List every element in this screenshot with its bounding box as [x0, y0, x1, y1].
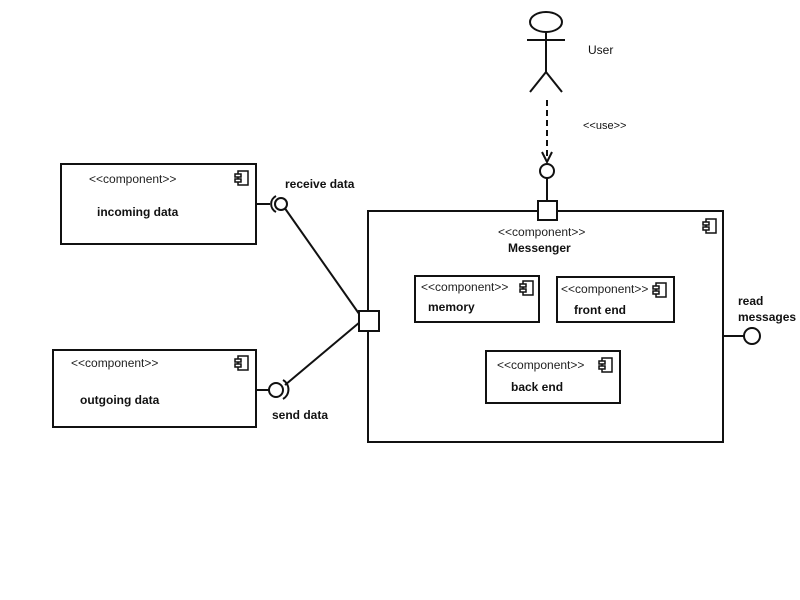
- send-socket: [282, 379, 290, 400]
- receive-ball: [274, 197, 288, 211]
- component-name: Messenger: [508, 241, 571, 255]
- component-name: back end: [511, 380, 564, 394]
- component-icon: [519, 280, 534, 296]
- component-name: memory: [428, 300, 475, 314]
- receive-interface-label: receive data: [285, 177, 355, 191]
- receive-socket: [270, 195, 277, 213]
- stereotype-label: <<component>>: [498, 225, 586, 239]
- send-ball: [268, 382, 284, 398]
- use-interface-lollipop: [539, 163, 555, 179]
- incoming-data-component[interactable]: <<component>> incoming data: [60, 163, 257, 245]
- memory-component[interactable]: <<component>> memory: [414, 275, 540, 323]
- stereotype-label: <<component>>: [71, 356, 159, 370]
- read-interface-label-line1: read: [738, 294, 764, 308]
- component-name: outgoing data: [80, 393, 160, 407]
- receive-connector-line: [283, 206, 363, 319]
- stereotype-label: <<component>>: [421, 280, 509, 294]
- component-icon: [702, 218, 717, 234]
- front-end-component[interactable]: <<component>> front end: [556, 276, 675, 323]
- user-actor-icon: [527, 11, 565, 93]
- messenger-top-port[interactable]: [537, 200, 558, 221]
- stereotype-label: <<component>>: [89, 172, 177, 186]
- component-name: front end: [574, 303, 626, 317]
- component-icon: [234, 170, 249, 186]
- messenger-component[interactable]: <<component>> Messenger <<component>> me…: [367, 210, 724, 443]
- messenger-left-port[interactable]: [358, 310, 380, 332]
- stereotype-label: <<component>>: [561, 282, 649, 296]
- outgoing-data-component[interactable]: <<component>> outgoing data: [52, 349, 257, 428]
- read-interface-label-line2: messages: [738, 310, 797, 324]
- use-relation-label: <<use>>: [583, 120, 627, 132]
- component-name: incoming data: [97, 205, 179, 219]
- read-interface-lollipop: [743, 327, 761, 345]
- send-connector-line: [284, 321, 361, 386]
- component-icon: [598, 357, 613, 373]
- actor-name: User: [588, 43, 614, 57]
- use-arrowhead: [541, 151, 553, 165]
- back-end-component[interactable]: <<component>> back end: [485, 350, 621, 404]
- component-icon: [652, 282, 667, 298]
- component-icon: [234, 355, 249, 371]
- send-interface-label: send data: [272, 408, 329, 422]
- stereotype-label: <<component>>: [497, 358, 585, 372]
